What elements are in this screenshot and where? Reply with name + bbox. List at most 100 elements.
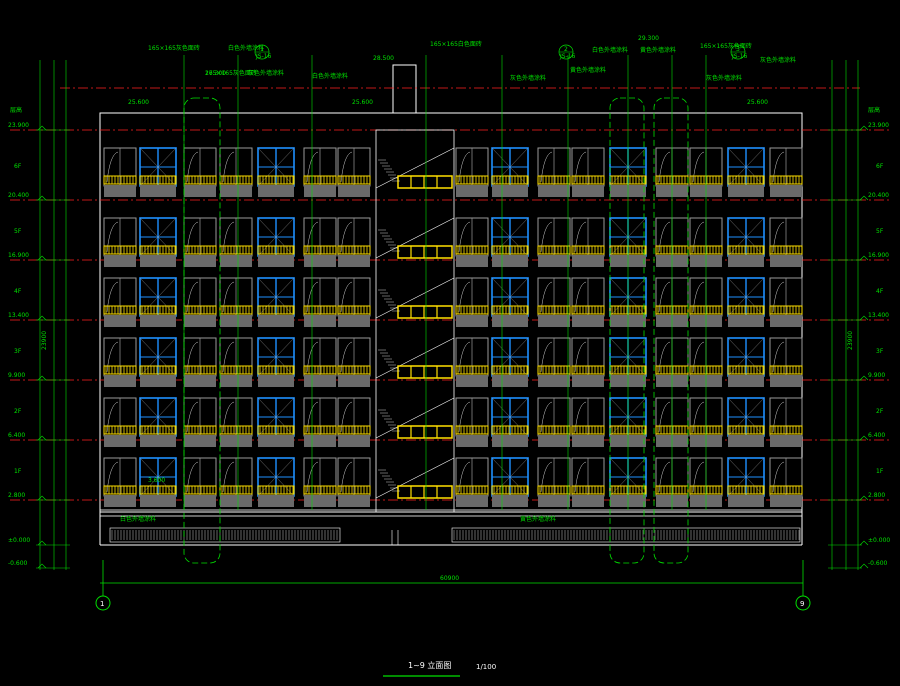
stair-frame (375, 129, 455, 513)
callout-sheet: JS-16 (559, 53, 576, 60)
bay-marker (183, 97, 221, 564)
annotation-text: 黄色外墙涂料 (640, 46, 676, 54)
floor-label-left: 2F (14, 408, 22, 415)
window-unit (491, 277, 529, 327)
bay-marker (653, 97, 689, 564)
window-unit (455, 397, 489, 447)
window-unit (139, 147, 177, 197)
window-unit (103, 337, 137, 387)
annotation-leaders: 165×165灰色面砖白色外墙涂料165×165灰色面砖灰色外墙涂料白色外墙涂料… (120, 35, 796, 564)
window-unit (139, 337, 177, 387)
dim-total-left: 23900 (41, 331, 48, 350)
window-unit (727, 397, 765, 447)
stair-window (397, 245, 453, 259)
floor-label-right: 5F (876, 228, 884, 235)
window-unit (303, 457, 337, 507)
window-unit (337, 397, 371, 447)
level-marker-left (37, 315, 47, 321)
level-value-right: ±0.000 (868, 537, 890, 544)
window-unit (257, 147, 295, 197)
level-marker-left (37, 495, 47, 501)
stair-window (397, 175, 453, 189)
stair-flight (375, 337, 455, 379)
level-marker-right (859, 435, 869, 441)
window-unit (257, 277, 295, 327)
level-marker-left (37, 540, 47, 546)
ground-annotation: 白色外墙涂料 (120, 515, 156, 523)
level-value-right: 6.400 (868, 432, 885, 439)
annotation-text: 灰色外墙涂料 (760, 56, 796, 64)
dim-total-right: 23900 (847, 331, 854, 350)
annotation-text: 灰色外墙涂料 (706, 74, 742, 82)
window-unit (337, 147, 371, 197)
axis-right-bubble (795, 595, 811, 611)
window-unit (769, 277, 803, 327)
drawing-title: 1~9 立面图 (408, 660, 451, 670)
ground-annotation: 黄色外墙涂料 (520, 515, 556, 523)
floor-label-right: 3F (876, 348, 884, 355)
window-unit (183, 147, 217, 197)
window-unit (139, 277, 177, 327)
window-unit (537, 147, 571, 197)
ground-fence (451, 527, 801, 543)
floor-label-right: 6F (876, 163, 884, 170)
axis-left-bubble (95, 595, 111, 611)
entrance (391, 530, 399, 545)
level-marker-left (37, 195, 47, 201)
window-unit (257, 457, 295, 507)
level-marker-right (859, 125, 869, 131)
window-unit (455, 277, 489, 327)
window-unit (139, 457, 177, 507)
stair-window (397, 425, 453, 439)
floor-label-left: 1F (14, 468, 22, 475)
window-unit (769, 147, 803, 197)
window-unit (103, 457, 137, 507)
window-unit (337, 217, 371, 267)
window-unit (537, 217, 571, 267)
level-value-right: 16.900 (868, 252, 889, 259)
window-unit (219, 217, 253, 267)
floor-label-right: 4F (876, 288, 884, 295)
window-unit (571, 217, 605, 267)
level-marker-right (859, 375, 869, 381)
window-unit (769, 337, 803, 387)
callout-number: 1 (260, 46, 264, 53)
drawing-scale: 1/100 (476, 663, 496, 671)
floor-label-right: 2F (876, 408, 884, 415)
level-value-right: 2.800 (868, 492, 885, 499)
level-value-left: 2.800 (8, 492, 25, 499)
window-unit (769, 217, 803, 267)
level-marker-left (37, 375, 47, 381)
level-marker-right (859, 540, 869, 546)
window-unit (727, 277, 765, 327)
annotation-text: 165×165白色面砖 (430, 40, 482, 48)
stair-flight (375, 397, 455, 439)
top-elevation: 27.300 (205, 70, 226, 77)
level-marker-left (37, 255, 47, 261)
annotation-text: 灰色外墙涂料 (510, 74, 546, 82)
window-unit (571, 147, 605, 197)
stair-window (397, 485, 453, 499)
level-marker-left (37, 435, 47, 441)
annotation-text: 165×165灰色面砖 (205, 69, 257, 77)
axis-left-label: 1 (100, 600, 104, 608)
floor-label-left: 6F (14, 163, 22, 170)
window-unit (337, 337, 371, 387)
window-unit (571, 397, 605, 447)
callout-number: 2 (564, 46, 568, 53)
window-unit (769, 397, 803, 447)
annotation-text: 黄色外墙涂料 (570, 66, 606, 74)
window-unit (183, 457, 217, 507)
window-unit (455, 337, 489, 387)
annotation-text: 165×165灰色面砖 (148, 44, 200, 52)
window-unit (727, 217, 765, 267)
top-elevation: 29.300 (638, 35, 659, 42)
window-unit (491, 147, 529, 197)
window-unit (103, 217, 137, 267)
annotation-text: 白色外墙涂料 (592, 46, 628, 54)
axis-right-label: 9 (800, 600, 804, 608)
level-value-right: 9.900 (868, 372, 885, 379)
window-unit (769, 457, 803, 507)
